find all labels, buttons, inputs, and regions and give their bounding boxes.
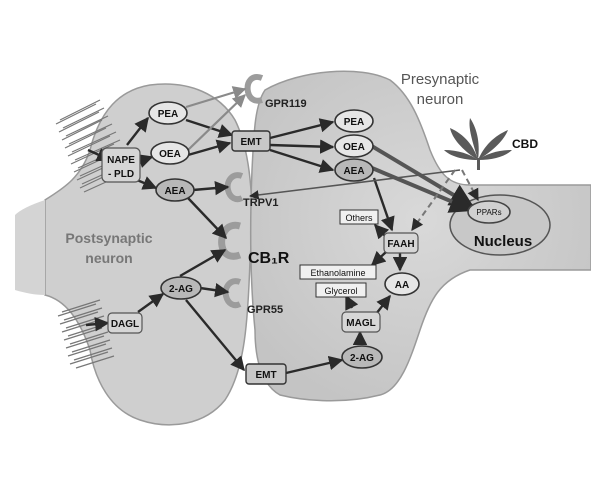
pea-pre-node (334, 109, 374, 133)
presynaptic-neuron-shape (250, 70, 591, 402)
oea-pre-label: OEA (343, 142, 365, 153)
ethanolamine-box (299, 264, 377, 280)
nape-pld-label-line1: NAPE (107, 155, 135, 166)
dagl-label: DAGL (111, 319, 139, 330)
membrane-bilayer-top (55, 99, 129, 193)
presynaptic-label-line2: neuron (417, 91, 464, 108)
cb1r-label: CB₁R (248, 250, 290, 267)
two-ag-pre-node (341, 345, 383, 369)
aea-pre-label: AEA (343, 166, 364, 177)
gpr55-label: GPR55 (247, 304, 283, 316)
emt-top-box (231, 130, 271, 152)
cannabis-leaf-icon (444, 118, 512, 170)
gpr119-receptor (244, 74, 264, 104)
cbd-to-ppars-dashed-arrow (461, 169, 479, 202)
oea-pre-node (334, 134, 374, 158)
membrane-bilayer-bottom (57, 299, 115, 369)
ethanolamine-label: Ethanolamine (310, 268, 365, 278)
emt-top-label: EMT (240, 137, 261, 148)
faah-box (383, 232, 419, 254)
postsynaptic-label-line1: Postsynaptic (65, 230, 152, 246)
aea-post-label: AEA (164, 186, 185, 197)
cbd-label: CBD (512, 137, 538, 151)
cb1r-receptor (218, 221, 242, 260)
nape-pld-box (101, 147, 141, 183)
magl-label: MAGL (346, 318, 375, 329)
arrows-dark (85, 116, 408, 375)
oea-post-label: OEA (159, 149, 181, 160)
postsynaptic-neuron-shape (44, 83, 253, 426)
nucleus-label: Nucleus (474, 233, 532, 250)
presynaptic-label-line1: Presynaptic (401, 71, 480, 88)
arrows-gray (185, 86, 247, 151)
dagl-box (107, 312, 143, 334)
pea-post-node (148, 101, 188, 125)
trpv1-label: TRPV1 (243, 197, 278, 209)
oea-post-node (150, 141, 190, 165)
pea-post-label: PEA (158, 109, 179, 120)
faah-label: FAAH (387, 239, 414, 250)
pea-pre-label: PEA (344, 117, 365, 128)
two-ag-post-label: 2-AG (169, 284, 193, 295)
two-ag-pre-label: 2-AG (350, 353, 374, 364)
gpr119-label: GPR119 (265, 98, 307, 110)
aa-label: AA (395, 280, 409, 291)
aea-pre-node (334, 158, 374, 182)
glycerol-box (315, 282, 367, 298)
two-ag-post-node (160, 276, 202, 300)
glycerol-label: Glycerol (324, 286, 357, 296)
aa-node (384, 272, 420, 296)
ppars-label: PPARs (476, 208, 501, 217)
others-box (339, 209, 379, 225)
ppars-node (467, 200, 511, 224)
emt-bottom-label: EMT (255, 370, 276, 381)
emt-bottom-box (245, 363, 287, 385)
aea-post-node (155, 178, 195, 202)
cbd-to-trpv1-arrow (249, 169, 461, 200)
cbd-to-faah-dashed-arrow (411, 169, 456, 231)
magl-box (341, 311, 381, 333)
postsynaptic-label-line2: neuron (85, 250, 132, 266)
nape-pld-label-line2: - PLD (108, 169, 134, 180)
postsynaptic-axon-band (15, 200, 45, 295)
others-label: Others (345, 213, 373, 223)
